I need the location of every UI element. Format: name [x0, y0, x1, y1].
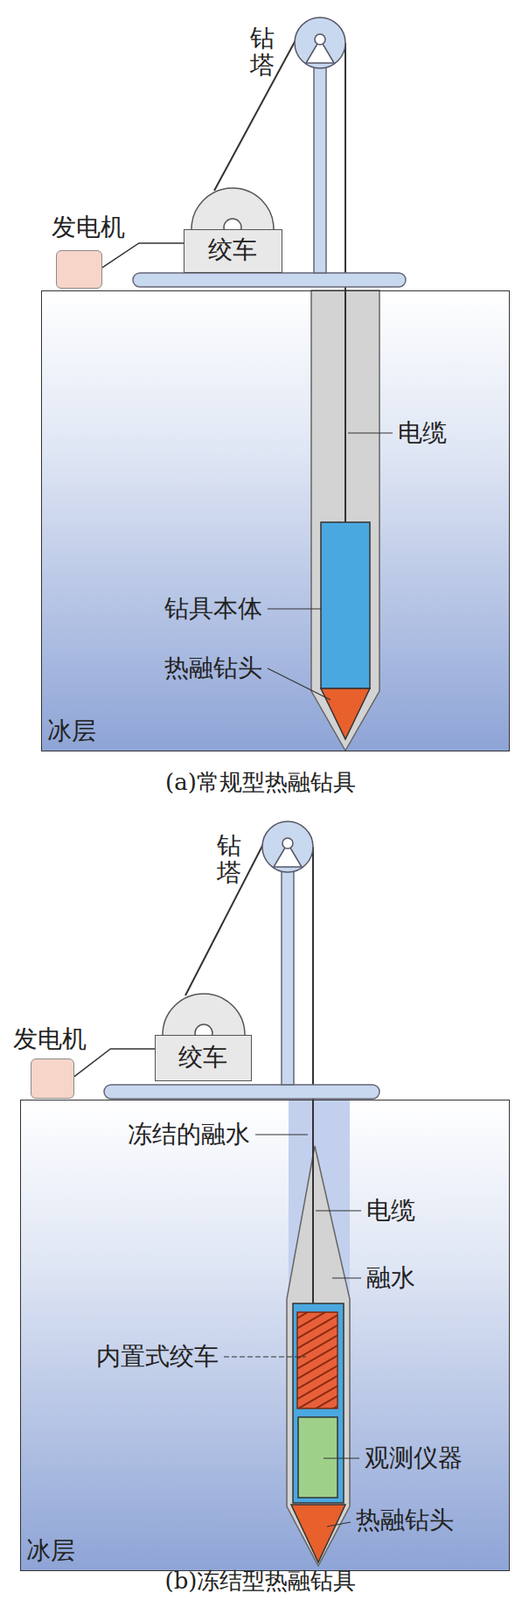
- leader-line: [255, 1133, 308, 1135]
- leader-line: [327, 1521, 351, 1526]
- winch-box: 绞车: [183, 229, 283, 273]
- leader-line: [315, 1209, 362, 1211]
- part-label: 冻结的融水: [127, 1120, 251, 1149]
- tower-pole: [313, 54, 327, 273]
- part-label: 融水: [366, 1263, 416, 1292]
- part-label: 钻塔: [250, 25, 275, 80]
- part-label: 电缆: [366, 1196, 416, 1225]
- part-label: 电缆: [397, 418, 447, 447]
- ice-fill: [41, 290, 510, 752]
- part-label: 热融钻头: [355, 1505, 454, 1534]
- leader-line: [348, 431, 393, 433]
- platform: [104, 1084, 380, 1099]
- drill-body: [292, 1302, 344, 1503]
- platform: [132, 272, 406, 287]
- cable: [312, 846, 314, 1303]
- generator-label: 发电机: [13, 1024, 87, 1053]
- part-label: 观测仪器: [364, 1443, 463, 1472]
- winch-label: 绞车: [178, 1043, 228, 1072]
- region-label: 冰层: [47, 716, 97, 745]
- leader-line: [267, 607, 321, 609]
- leader-line: [323, 1456, 360, 1458]
- instrument-box: [298, 1416, 338, 1497]
- power-wire: [102, 243, 184, 268]
- figure-caption: (a)常规型热融钻具: [165, 769, 356, 796]
- generator-box: 发电机: [55, 250, 103, 289]
- part-label: 热融钻头: [164, 654, 263, 683]
- part-label: 内置式绞车: [96, 1342, 219, 1371]
- leader-line: [223, 1355, 307, 1357]
- part-label: 钻具本体: [164, 594, 263, 623]
- generator-label: 发电机: [51, 213, 126, 242]
- leader-line: [332, 1276, 362, 1278]
- figure-caption: (b)冻结型热融钻具: [165, 1567, 357, 1594]
- tower-pole: [281, 856, 294, 1085]
- pulley: [262, 821, 314, 872]
- ice-layer: 冰层: [20, 1099, 510, 1571]
- part-label: 钻塔: [216, 832, 242, 887]
- ice-fill: [20, 1099, 510, 1571]
- generator-box: 发电机: [30, 1057, 75, 1099]
- drill-head: [320, 688, 370, 739]
- leader-line: [267, 668, 331, 700]
- drill-body: [320, 522, 370, 689]
- pulley-axle: [314, 34, 326, 45]
- drill-head: [291, 1503, 346, 1562]
- ice-layer: 冰层: [41, 290, 510, 752]
- pulley: [294, 17, 346, 69]
- region-label: 冰层: [26, 1536, 76, 1565]
- pulley-axle: [282, 837, 293, 849]
- drill-casing: [286, 1145, 350, 1566]
- winch-box: 绞车: [154, 1034, 252, 1081]
- winch-label: 绞车: [208, 236, 258, 265]
- internal-winch: [297, 1311, 338, 1408]
